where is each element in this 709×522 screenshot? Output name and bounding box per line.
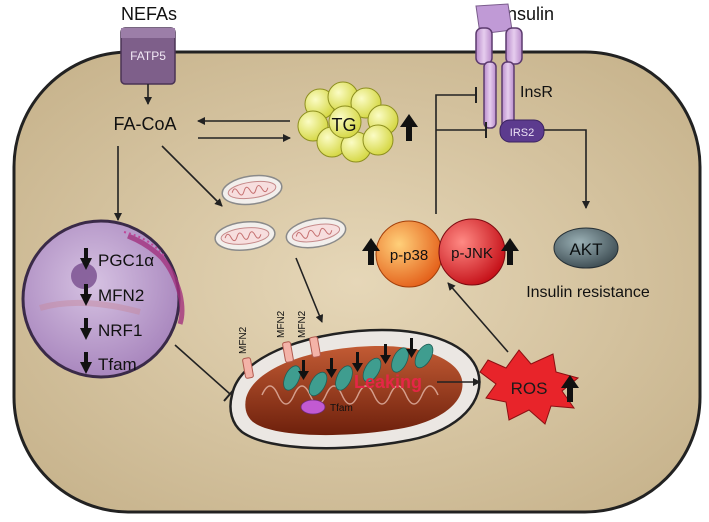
ros-burst: ROS [479, 349, 580, 425]
insulin-label: Insulin [502, 4, 554, 24]
svg-text:MFN2: MFN2 [238, 326, 249, 354]
insulin-receptor [475, 3, 523, 129]
svg-text:AKT: AKT [569, 240, 602, 259]
tfam-in-mito-label: Tfam [330, 403, 353, 414]
akt-protein: AKT [553, 227, 619, 269]
gene-tfam: Tfam [80, 352, 137, 374]
svg-text:Tfam: Tfam [98, 355, 137, 374]
svg-text:ROS: ROS [511, 379, 548, 398]
svg-text:MFN2: MFN2 [297, 310, 308, 338]
pjnk-up-arrow [501, 238, 519, 265]
svg-text:MFN2: MFN2 [276, 310, 287, 338]
ros-up-arrow [561, 375, 579, 402]
nucleus-gene-list: PGC1α MFN2 NRF1 Tfam [80, 248, 154, 374]
svg-text:NRF1: NRF1 [98, 321, 142, 340]
tg-up-arrow [400, 114, 418, 141]
svg-text:p-p38: p-p38 [390, 247, 428, 264]
svg-text:PGC1α: PGC1α [98, 251, 154, 270]
p38-up-arrow [362, 238, 380, 265]
svg-text:FATP5: FATP5 [130, 49, 166, 63]
gene-nrf1: NRF1 [80, 318, 142, 340]
mitochondria-cluster [214, 174, 347, 252]
fatp5-transporter: FATP5 [120, 27, 176, 85]
mfn2-proteins: MFN2 MFN2 MFN2 [238, 310, 321, 379]
gene-pgc1a: PGC1α [80, 248, 154, 270]
leaking-label: Leaking [354, 372, 422, 392]
svg-text:p-JNK: p-JNK [451, 245, 493, 262]
insulin-resistance-label: Insulin resistance [526, 284, 650, 301]
insr-label: InsR [520, 84, 553, 101]
p38-protein: p-p38 [375, 220, 443, 288]
gene-mfn2: MFN2 [80, 284, 144, 306]
svg-text:IRS2: IRS2 [510, 127, 534, 139]
nefas-label: NEFAs [121, 4, 177, 24]
svg-text:MFN2: MFN2 [98, 286, 144, 305]
tg-lipid-droplets [297, 81, 399, 163]
fa-coa-label: FA-CoA [113, 114, 176, 134]
tg-label: TG [332, 115, 357, 135]
irs2-protein: IRS2 [499, 119, 545, 143]
pjnk-protein: p-JNK [438, 218, 506, 286]
